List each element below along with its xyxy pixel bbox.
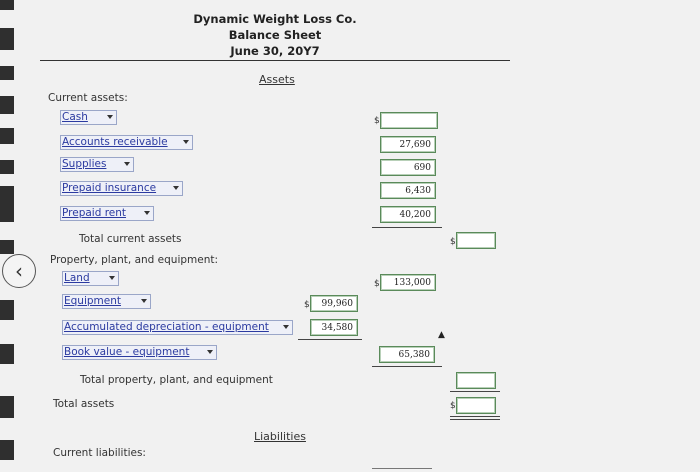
statement-title: Balance Sheet [228,28,322,42]
prepaid-rent-label: Prepaid rent [62,207,127,219]
equipment-input[interactable]: 99,960 [310,295,358,312]
sidebar-tab [0,28,14,50]
sidebar-tab [0,300,14,320]
book-value-select[interactable]: Book value - equipment [62,345,217,360]
chevron-down-icon [144,211,150,215]
sidebar-tab [0,186,14,222]
company-name: Dynamic Weight Loss Co. [193,12,357,26]
supplies-select[interactable]: Supplies [60,157,134,172]
dollar-sign: $ [450,401,456,411]
sidebar-tab [0,0,14,10]
total-current-assets-input[interactable] [456,232,496,249]
chevron-down-icon [109,276,115,280]
dollar-sign: $ [374,116,380,126]
current-liabilities-heading: Current liabilities: [53,447,146,459]
cash-select[interactable]: Cash [60,110,117,125]
subtotal-underline [372,227,442,228]
accumulated-depreciation-label: Accumulated depreciation - equipment [64,321,269,333]
prepaid-insurance-label: Prepaid insurance [62,182,157,194]
chevron-down-icon [183,140,189,144]
cash-select-label: Cash [62,111,88,123]
accounts-receivable-label: Accounts receivable [62,136,168,148]
prepaid-insurance-input[interactable]: 6,430 [380,182,436,199]
sidebar-tab [0,440,14,460]
assets-heading: Assets [259,73,295,86]
land-label: Land [64,272,90,284]
dollar-sign: $ [374,279,380,289]
chevron-down-icon [107,115,113,119]
equipment-select[interactable]: Equipment [62,294,151,309]
subtotal-underline [450,391,500,392]
chevron-down-icon [207,350,213,354]
total-assets-label: Total assets [53,398,115,410]
total-ppe-label: Total property, plant, and equipment [80,374,273,386]
subtotal-underline [298,339,362,340]
accumulated-depreciation-input[interactable]: 34,580 [310,319,358,336]
chevron-down-icon [124,162,130,166]
chevron-down-icon [141,299,147,303]
chevron-down-icon [173,186,179,190]
chevron-left-icon: ‹ [15,259,23,283]
chevron-down-icon [283,325,289,329]
sidebar-tab [0,240,14,254]
double-underline [450,419,500,420]
liabilities-heading: Liabilities [254,430,306,443]
cash-amount-input[interactable] [380,112,438,129]
land-input[interactable]: 133,000 [380,274,436,291]
dollar-sign: $ [304,300,310,310]
statement-date: June 30, 20Y7 [230,44,320,58]
header-rule [40,60,510,61]
back-button[interactable]: ‹ [2,254,36,288]
prepaid-rent-input[interactable]: 40,200 [380,206,436,223]
dollar-sign: $ [450,237,456,247]
sidebar-tab [0,344,14,364]
prepaid-rent-select[interactable]: Prepaid rent [60,206,154,221]
double-underline [450,416,500,417]
sidebar-tab [0,66,14,80]
cursor-pointer-icon: ▲ [438,330,445,340]
land-select[interactable]: Land [62,271,119,286]
sidebar-tab [0,160,14,174]
accumulated-depreciation-select[interactable]: Accumulated depreciation - equipment [62,320,293,335]
sidebar-tab [0,396,14,418]
total-current-assets-label: Total current assets [79,233,182,245]
book-value-label: Book value - equipment [64,346,190,358]
current-assets-heading: Current assets: [48,92,128,104]
total-assets-input[interactable] [456,397,496,414]
partial-input-edge [372,468,432,469]
prepaid-insurance-select[interactable]: Prepaid insurance [60,181,183,196]
sidebar-tab [0,96,14,114]
total-ppe-input[interactable] [456,372,496,389]
equipment-label: Equipment [64,295,121,307]
supplies-label: Supplies [62,158,107,170]
subtotal-underline [372,366,442,367]
supplies-input[interactable]: 690 [380,159,436,176]
accounts-receivable-input[interactable]: 27,690 [380,136,436,153]
accounts-receivable-select[interactable]: Accounts receivable [60,135,193,150]
sidebar-tab [0,128,14,144]
ppe-heading: Property, plant, and equipment: [50,254,219,266]
book-value-input[interactable]: 65,380 [379,346,435,363]
